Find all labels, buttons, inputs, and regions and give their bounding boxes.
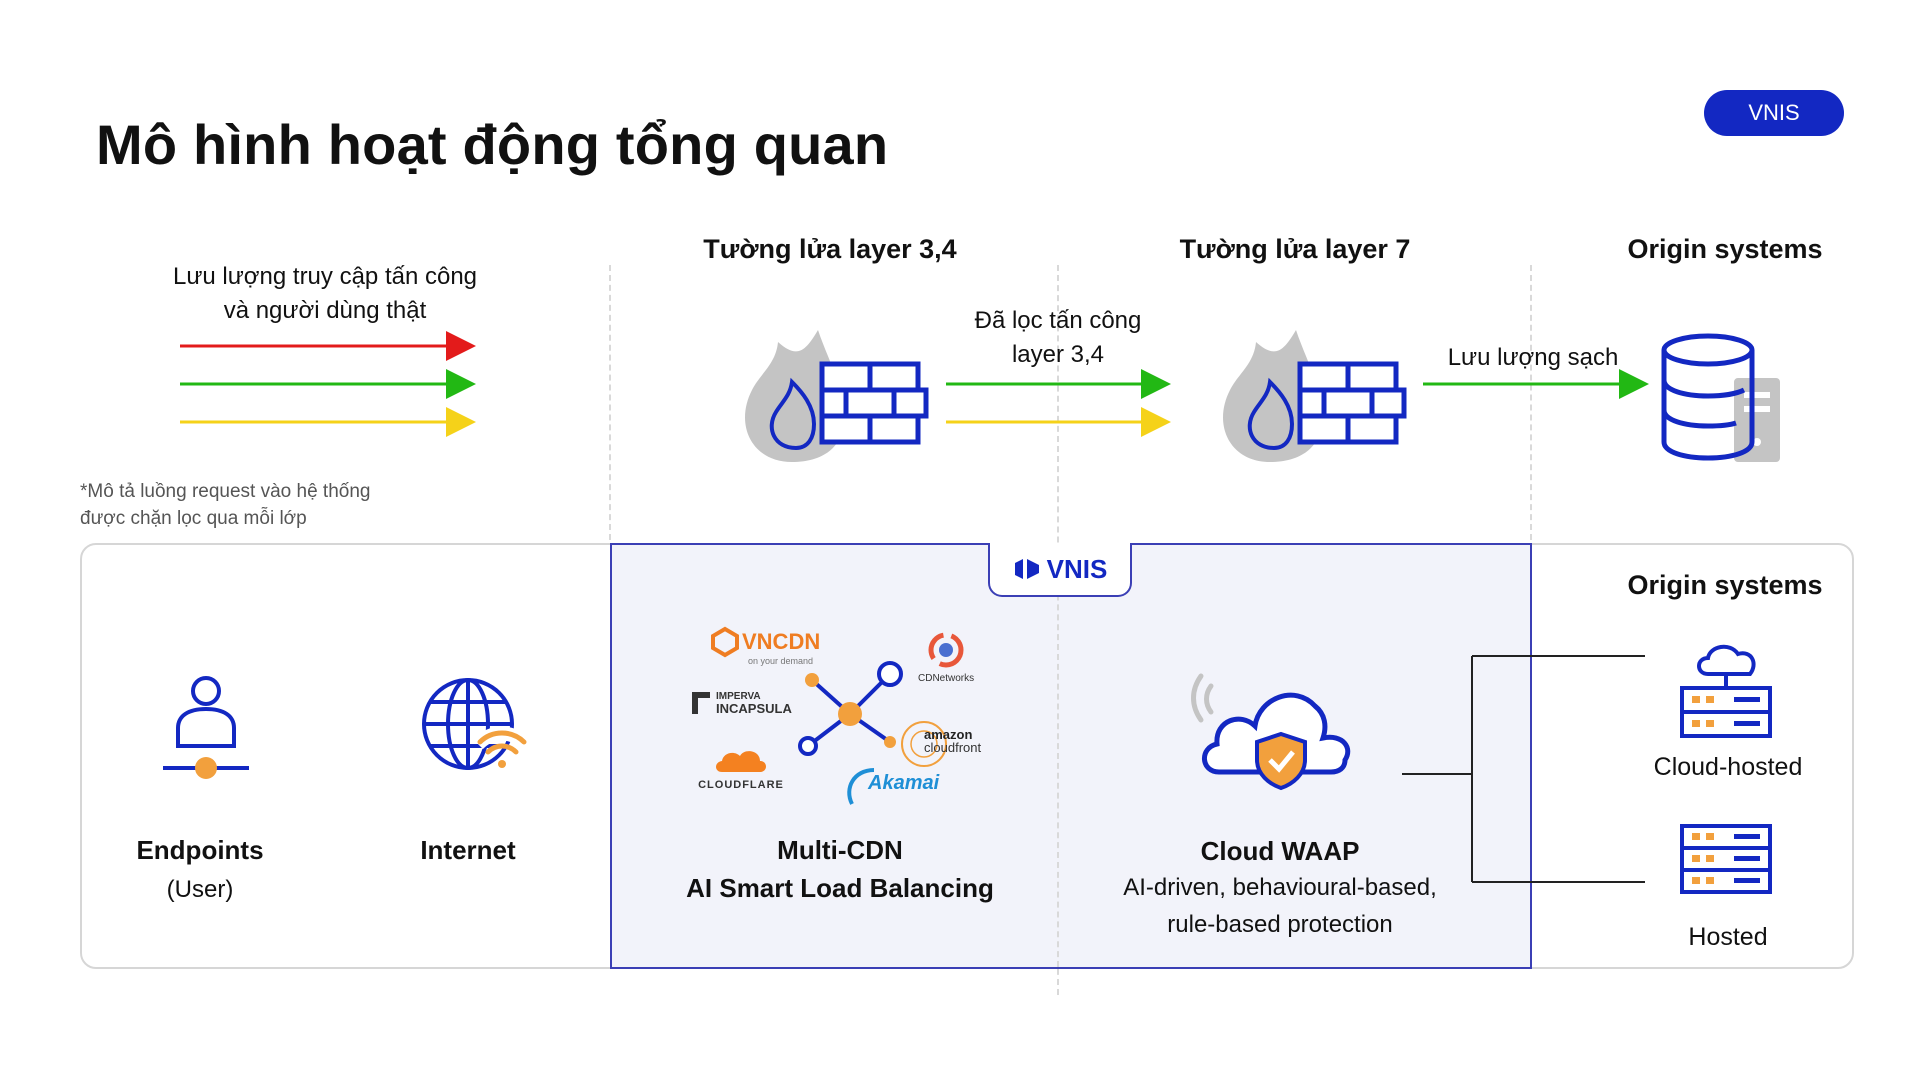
waap-title: Cloud WAAP (1200, 836, 1360, 866)
amazon-cloudfront-logo: amazon cloudfront (900, 718, 981, 767)
cloudfront-wordmark: cloudfront (924, 740, 982, 755)
cloudflare-logo: CLOUDFLARE (692, 748, 790, 791)
filtered-label-line2: layer 3,4 (1011, 341, 1105, 368)
endpoints-sub-label: (User) (166, 876, 234, 903)
traffic-label-line1: Lưu lượng truy cập tấn công (172, 263, 478, 290)
firewall-icon (1223, 330, 1407, 462)
vncdn-logo: VNCDN on your demand (711, 626, 821, 666)
multicdn-subtitle: AI Smart Load Balancing (686, 873, 994, 903)
firewall-l7-title: Tường lửa layer 7 (1179, 234, 1411, 264)
cdnetworks-wordmark: CDNetworks (918, 673, 975, 684)
imperva-mark-icon (692, 692, 710, 714)
database-server-icon (1661, 333, 1780, 462)
note: *Mô tả luồng request vào hệ thống được c… (80, 478, 370, 532)
akamai-swoosh-icon (847, 768, 875, 805)
column-divider (1057, 545, 1059, 967)
clean-traffic-label: Lưu lượng sạch (1447, 344, 1619, 371)
cloudflare-wordmark: CLOUDFLARE (698, 779, 784, 791)
filtered-label-line1: Đã lọc tấn công (974, 307, 1142, 334)
vnis-logo-icon (1014, 559, 1039, 579)
vncdn-wordmark: VNCDN (742, 629, 821, 654)
cloud-hosted-label: Cloud-hosted (1653, 753, 1803, 781)
imperva-wordmark: IMPERVA (716, 691, 761, 702)
globe-wifi-icon (422, 678, 531, 770)
firewall-l34-title: Tường lửa layer 3,4 (703, 234, 957, 264)
akamai-logo: Akamai (847, 768, 939, 805)
user-icon (163, 676, 249, 779)
vnis-badge[interactable]: VNIS (1704, 90, 1844, 136)
incapsula-wordmark: INCAPSULA (716, 701, 792, 716)
server-rack-icon (1680, 824, 1772, 894)
cdnetworks-logo: CDNetworks (918, 632, 974, 684)
firewall-icon (745, 330, 929, 462)
multicdn-title: Multi-CDN (777, 835, 903, 865)
column-divider (609, 265, 611, 540)
internet-label: Internet (420, 835, 516, 865)
hosted-label: Hosted (1688, 923, 1768, 951)
note-line2: được chặn lọc qua mỗi lớp (80, 508, 307, 529)
page-title: Mô hình hoạt động tổng quan (96, 113, 889, 176)
cloudflare-cloud-icon (716, 751, 766, 772)
waap-desc-line2: rule-based protection (1167, 911, 1393, 938)
cloud-shield-icon (1191, 673, 1351, 791)
traffic-label-line2: và người dùng thật (223, 297, 427, 324)
filtered-label: Đã lọc tấn công layer 3,4 (918, 304, 1198, 372)
origin-title-bottom: Origin systems (1627, 570, 1823, 600)
cdnetworks-swirl-icon (928, 632, 964, 668)
network-hub-icon (798, 661, 903, 756)
traffic-label: Lưu lượng truy cập tấn công và người dùn… (150, 260, 500, 328)
waap-desc-line1: AI-driven, behavioural-based, (1123, 874, 1437, 901)
origin-title-top: Origin systems (1627, 234, 1823, 264)
imperva-logo: IMPERVA INCAPSULA (690, 690, 792, 716)
note-line1: *Mô tả luồng request vào hệ thống (80, 481, 371, 502)
cloudfront-ring-icon (901, 721, 947, 767)
vnis-tab: VNIS (988, 543, 1132, 597)
akamai-wordmark: Akamai (868, 772, 940, 794)
amazon-wordmark: amazon (924, 727, 973, 742)
column-divider (1530, 265, 1532, 540)
cloud-server-icon (1680, 644, 1772, 738)
vncdn-hexagon-icon (711, 626, 739, 658)
vnis-tab-label: VNIS (1046, 553, 1108, 584)
endpoints-label: Endpoints (136, 835, 264, 865)
vncdn-tagline: on your demand (748, 656, 814, 666)
